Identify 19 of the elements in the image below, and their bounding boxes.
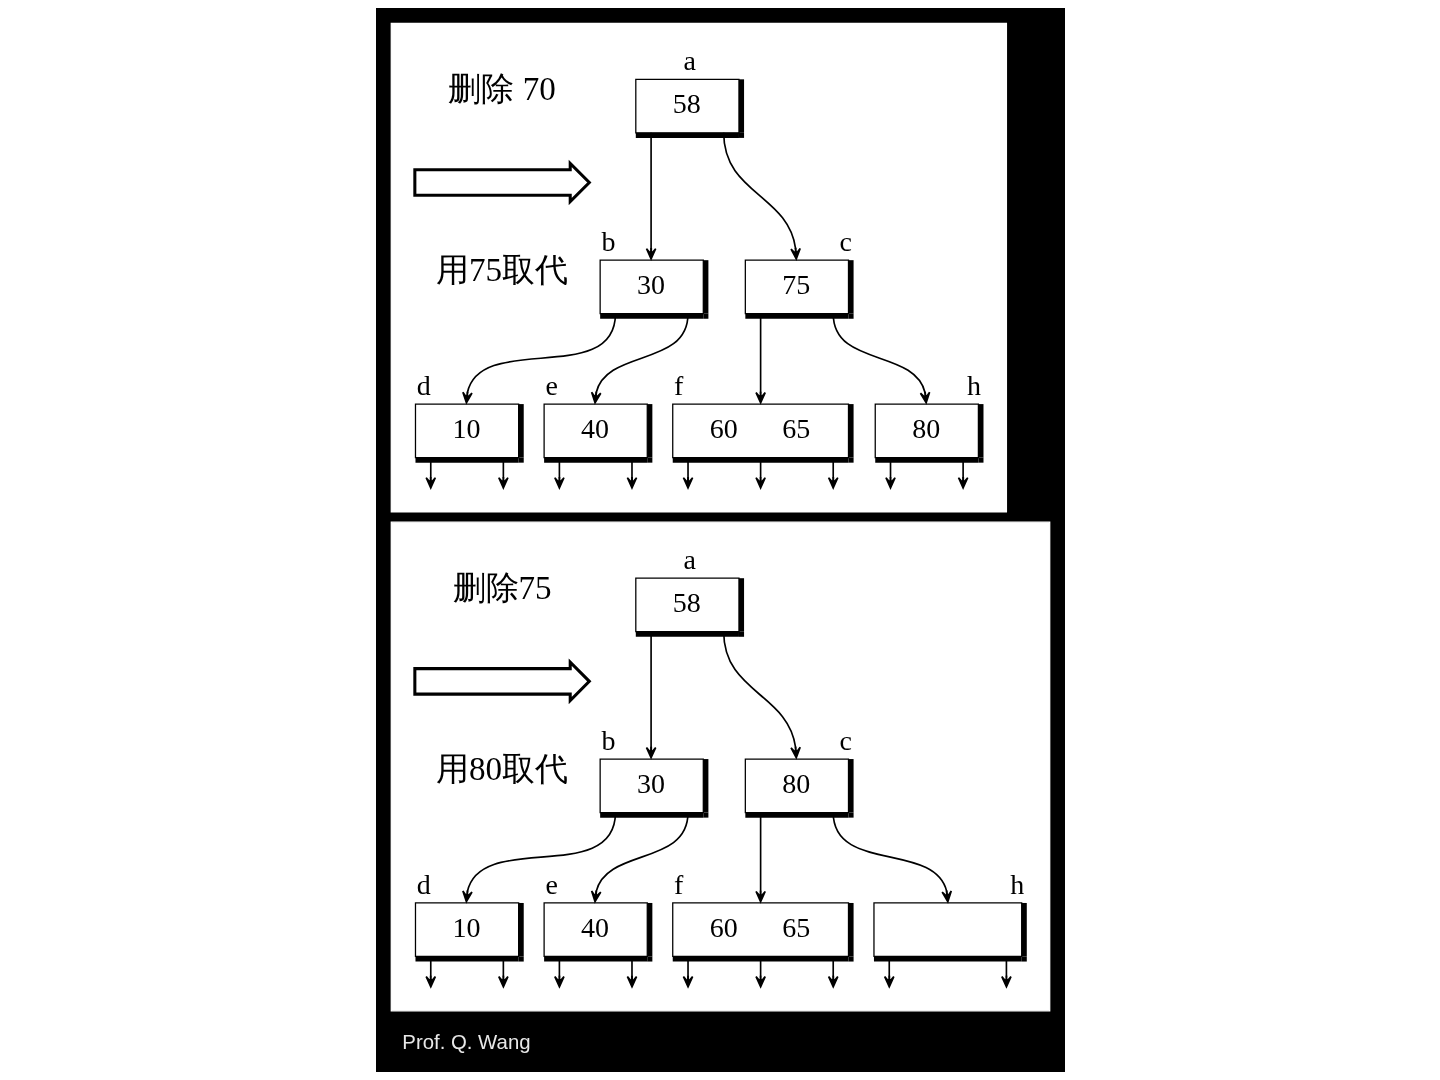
node-label: c [839, 724, 852, 756]
label: 用80取代 [435, 749, 568, 787]
node-label: f [673, 868, 683, 900]
node-label: b [600, 724, 615, 756]
node-label: a [683, 44, 696, 76]
node-label: a [683, 543, 696, 575]
node-label: d [416, 369, 431, 401]
label: Prof. Q. Wang [401, 1030, 531, 1053]
node-label: e [544, 369, 558, 401]
node-label: d [416, 868, 431, 900]
node-label: h [1009, 868, 1024, 900]
node-label: f [673, 369, 683, 401]
label: 用75取代 [435, 250, 568, 288]
node-label: c [839, 225, 852, 257]
node-label: b [600, 225, 615, 257]
label: 删除75 [452, 568, 552, 606]
node-label: h [966, 369, 981, 401]
node-label: e [544, 868, 558, 900]
label: 删除 70 [447, 70, 556, 108]
